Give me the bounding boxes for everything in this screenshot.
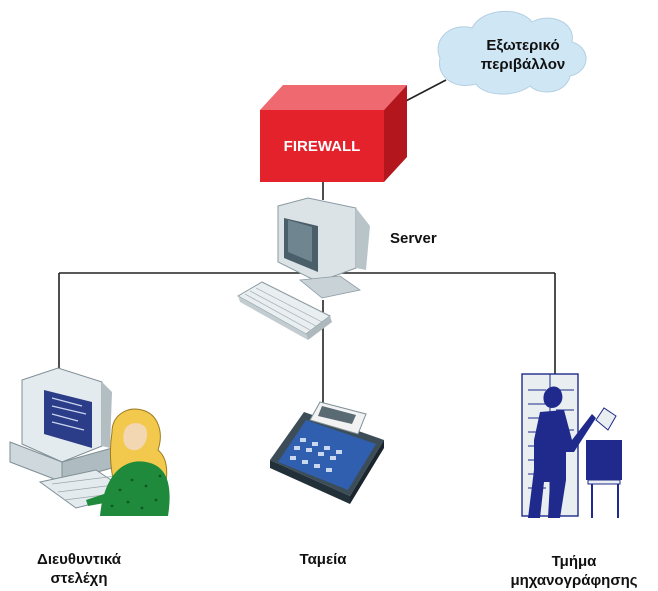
external-label-line1: Εξωτερικό [486, 37, 560, 54]
executives-label-line2: στελέχη [50, 570, 108, 587]
connector-cloud-firewall [401, 79, 447, 104]
external-environment-label: Εξωτερικό περιβάλλον [468, 36, 578, 74]
firewall-label: FIREWALL [284, 138, 361, 155]
firewall-box-icon: FIREWALL [260, 85, 407, 182]
cash-register-icon [270, 401, 384, 504]
executives-label-line1: Διευθυντικά [37, 551, 121, 568]
office-worker-computer-icon [9, 367, 170, 516]
mainframe-operator-icon [521, 373, 622, 518]
executives-label: Διευθυντικά στελέχη [14, 550, 144, 588]
computing-label-line1: Τμήμα [551, 553, 597, 570]
cloud-icon [437, 10, 587, 95]
cashiers-label: Ταμεία [278, 550, 368, 569]
cashiers-label-text: Ταμεία [299, 551, 347, 568]
external-label-line2: περιβάλλον [480, 56, 566, 73]
server-computer-icon [236, 197, 370, 340]
computing-label-line2: μηχανογράφησης [510, 572, 638, 589]
computing-dept-label: Τμήμα μηχανογράφησης [494, 552, 654, 590]
server-label: Server [390, 230, 437, 247]
